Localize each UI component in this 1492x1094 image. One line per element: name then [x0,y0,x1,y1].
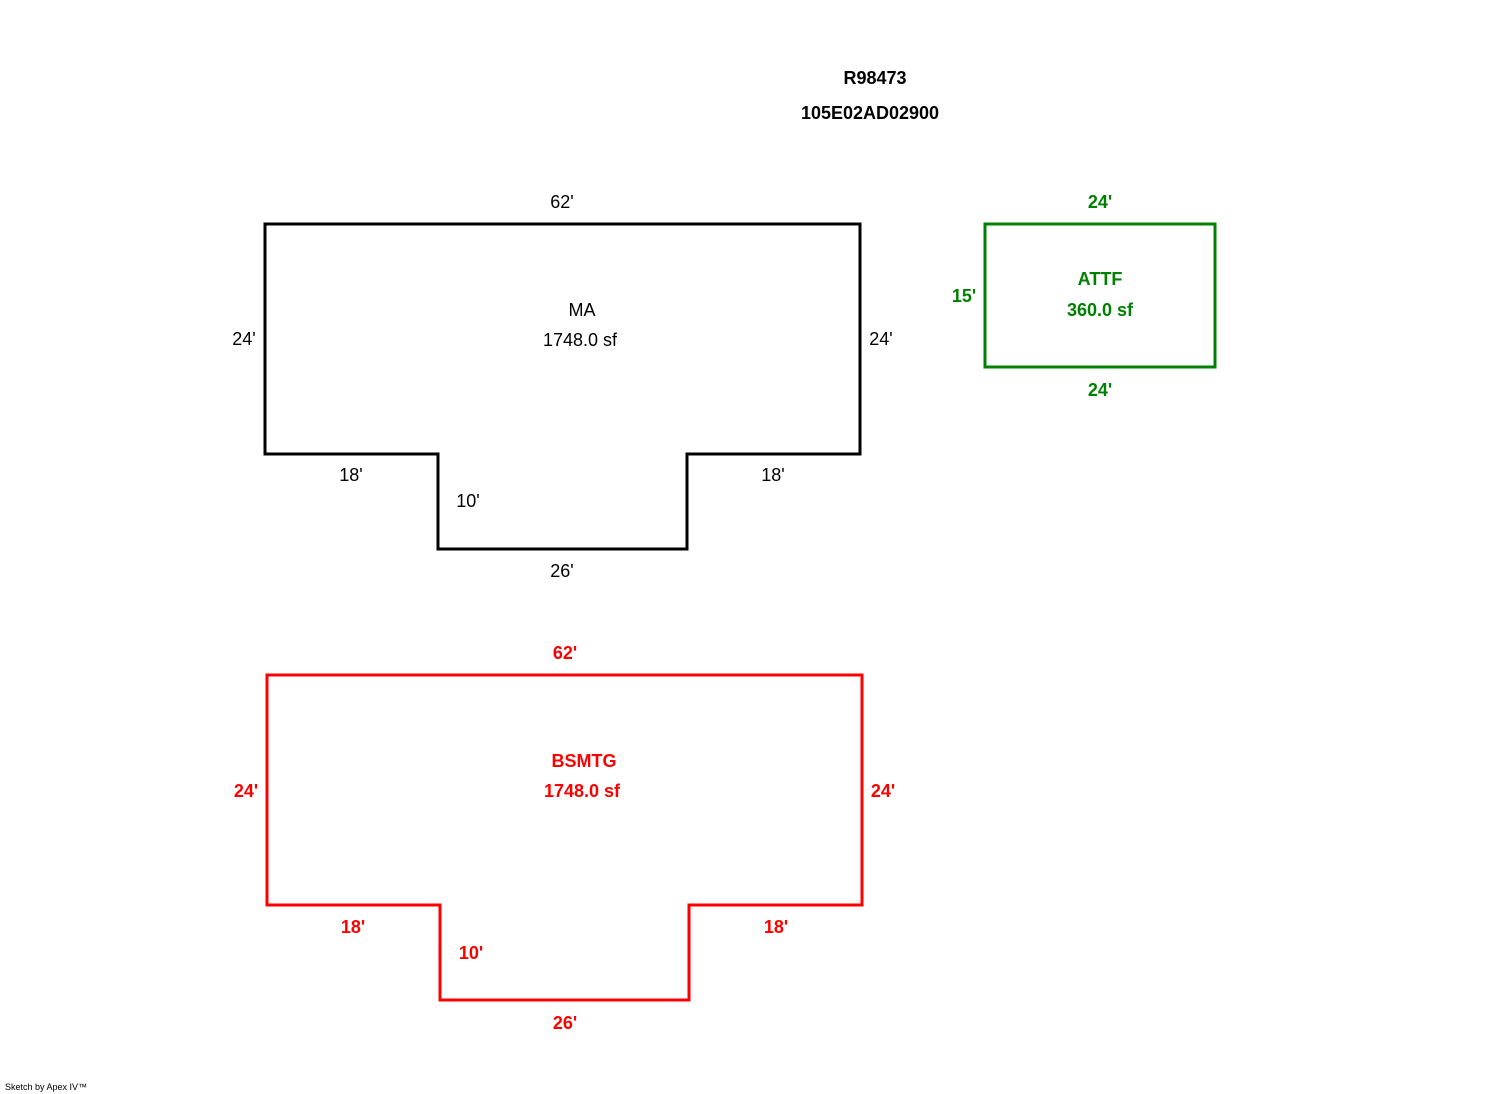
ma-dim-right: 24' [869,329,892,349]
bsmtg-dim-top: 62' [553,643,577,663]
bsmtg-dim-right: 24' [871,781,895,801]
ma-dim-top: 62' [550,192,573,212]
parcel-id: R98473 [843,68,906,88]
attf-dim-bottom: 24' [1088,380,1112,400]
bsmtg-area: 1748.0 sf [544,781,621,801]
bsmtg-outline [265,673,864,1002]
bsmtg-dim-left: 24' [234,781,258,801]
bsmtg-dim-notch: 10' [459,943,483,963]
ma-dim-bottom-right: 18' [761,465,784,485]
ma-outline [263,222,862,551]
bsmtg-dim-bottom-left: 18' [341,917,365,937]
attf-dim-left: 15' [952,286,976,306]
bsmtg-dim-bottom-right: 18' [764,917,788,937]
ma-dim-notch: 10' [456,491,479,511]
ma-area: 1748.0 sf [543,330,618,350]
attf-dim-top: 24' [1088,192,1112,212]
bsmtg-code: BSMTG [552,751,617,771]
sketch-credit: Sketch by Apex IV™ [5,1082,88,1092]
map-number: 105E02AD02900 [801,103,939,123]
ma-dim-left: 24' [232,329,255,349]
attf-outline [983,222,1217,369]
area-bsmtg: BSMTG 1748.0 sf 62' 24' 24' 18' 18' 10' … [234,643,895,1033]
ma-dim-bottom-left: 18' [339,465,362,485]
attf-code: ATTF [1078,269,1123,289]
area-attf: ATTF 360.0 sf 24' 15' 24' [952,192,1217,400]
ma-code: MA [569,300,596,320]
bsmtg-dim-bottom: 26' [553,1013,577,1033]
ma-dim-bottom: 26' [550,561,573,581]
area-ma: MA 1748.0 sf 62' 24' 24' 18' 18' 10' 26' [232,192,892,581]
attf-area: 360.0 sf [1067,300,1134,320]
